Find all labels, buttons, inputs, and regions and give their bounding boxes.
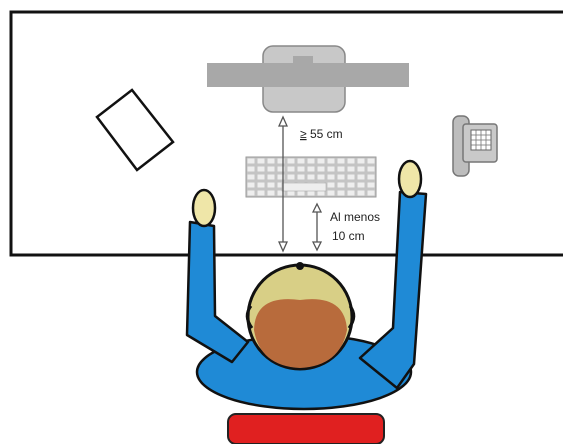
monitor-distance-symbol: ≥	[300, 127, 307, 141]
person-nose	[296, 262, 304, 270]
monitor	[207, 63, 409, 87]
monitor-distance-label: 55 cm	[310, 127, 343, 141]
keyboard-distance-label-line2: 10 cm	[332, 229, 365, 243]
keyboard-spacebar	[282, 183, 326, 191]
chair	[228, 414, 384, 444]
left-hand	[193, 190, 215, 226]
monitor-stand-top	[293, 56, 313, 64]
keyboard-distance-label-line1: Al menos	[330, 210, 380, 224]
right-hand	[399, 161, 421, 197]
